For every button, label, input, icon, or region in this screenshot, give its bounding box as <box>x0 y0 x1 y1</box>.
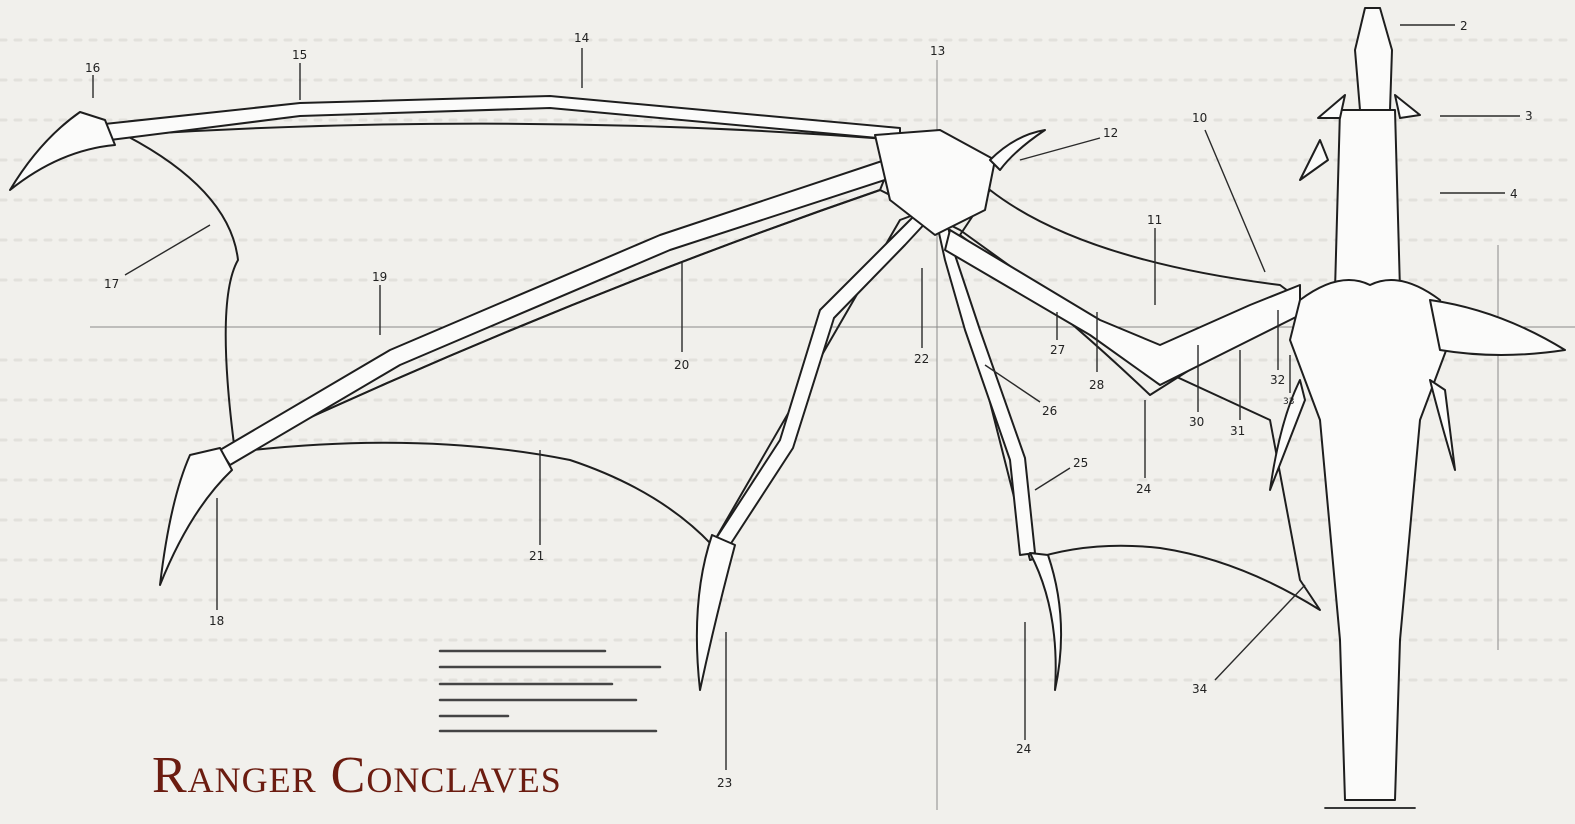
callout-11: 11 <box>1147 213 1162 227</box>
callout-28: 28 <box>1089 378 1104 392</box>
callout-27: 27 <box>1050 343 1065 357</box>
callout-24-lower: 24 <box>1016 742 1031 756</box>
callout-10: 10 <box>1192 111 1207 125</box>
callout-16: 16 <box>85 61 100 75</box>
page-title: Ranger Conclaves <box>152 750 562 802</box>
callout-32: 32 <box>1270 373 1285 387</box>
callout-22: 22 <box>914 352 929 366</box>
callout-20: 20 <box>674 358 689 372</box>
callout-26: 26 <box>1042 404 1057 418</box>
callout-24-upper: 24 <box>1136 482 1151 496</box>
wing-bones <box>10 96 1300 690</box>
callout-18: 18 <box>209 614 224 628</box>
callout-30: 30 <box>1189 415 1204 429</box>
callout-34: 34 <box>1192 682 1207 696</box>
callout-33: 33 <box>1283 397 1294 407</box>
callout-2: 2 <box>1460 19 1468 33</box>
callout-14: 14 <box>574 31 589 45</box>
callout-4: 4 <box>1510 187 1518 201</box>
wing-membrane-outer <box>125 124 900 452</box>
callout-13: 13 <box>930 44 945 58</box>
callout-21: 21 <box>529 549 544 563</box>
callout-17: 17 <box>104 277 119 291</box>
callout-31: 31 <box>1230 424 1245 438</box>
callout-19: 19 <box>372 270 387 284</box>
dragon-body <box>1270 8 1565 808</box>
callout-12: 12 <box>1103 126 1118 140</box>
callout-15: 15 <box>292 48 307 62</box>
callout-23: 23 <box>717 776 732 790</box>
legend-block <box>440 651 660 731</box>
callout-3: 3 <box>1525 109 1533 123</box>
callout-25: 25 <box>1073 456 1088 470</box>
